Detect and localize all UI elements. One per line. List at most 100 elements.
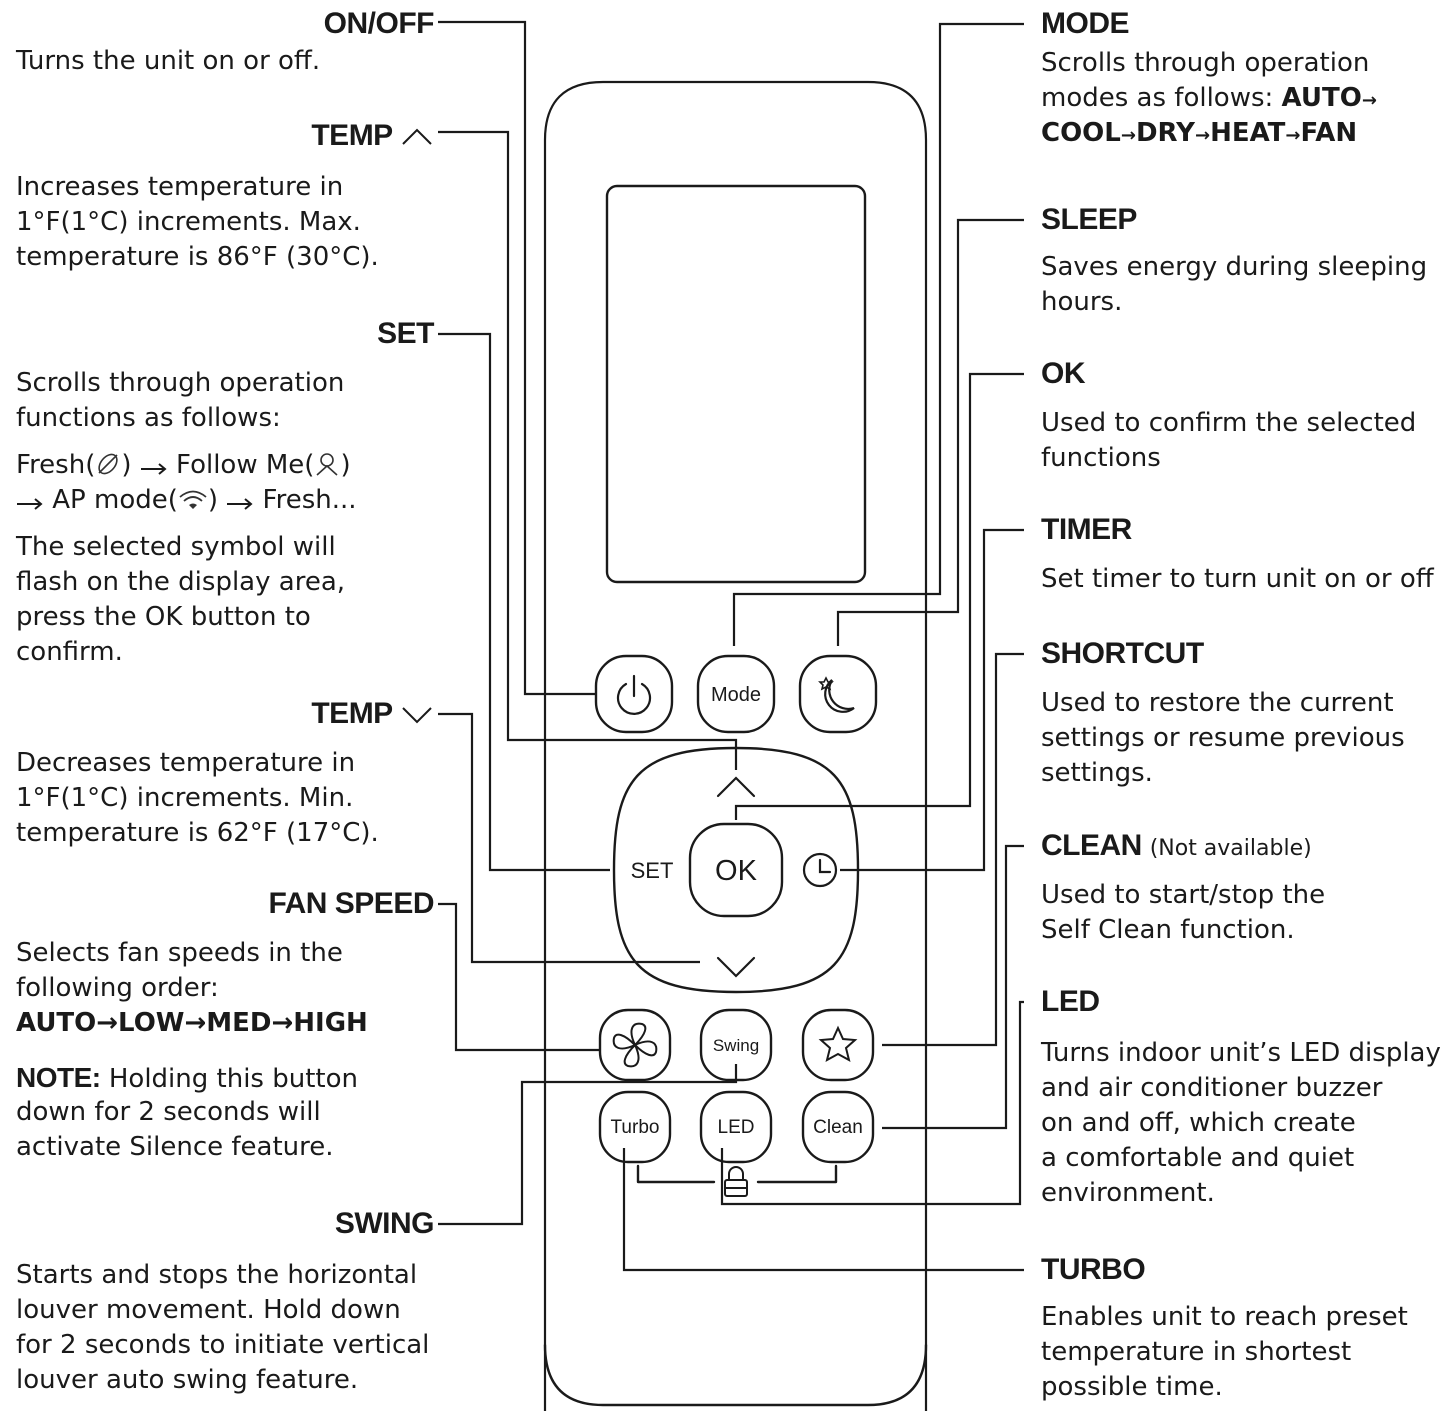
set-sequence-1: Fresh() Follow Me() <box>16 450 351 480</box>
down-chevron-icon <box>716 956 756 978</box>
mode-button[interactable] <box>696 654 776 734</box>
ok-button-label: OK <box>715 855 758 887</box>
remote-body <box>543 80 928 1411</box>
leader-temp-up <box>438 130 738 770</box>
sleep-button[interactable] <box>798 654 878 734</box>
set-desc2-1: The selected symbol will <box>16 532 336 562</box>
mode-title: MODE <box>1041 7 1130 40</box>
leader-shortcut <box>882 652 1024 1047</box>
leader-turbo <box>622 1148 1024 1272</box>
shortcut-desc-1: Used to restore the current <box>1041 688 1394 718</box>
led-desc-3: on and off, which create <box>1041 1108 1356 1138</box>
temp-up-desc-1: Increases temperature in <box>16 172 344 202</box>
timer-desc-1: Set timer to turn unit on or off <box>1041 564 1434 594</box>
set-desc-1: Scrolls through operation <box>16 368 345 398</box>
wifi-icon <box>179 490 207 509</box>
shortcut-desc-3: settings. <box>1041 758 1153 788</box>
clean-title: CLEAN (Not available) <box>1041 829 1312 862</box>
power-icon <box>616 674 652 715</box>
lock-icon <box>724 1166 748 1197</box>
leader-timer <box>840 528 1024 872</box>
mode-desc-1: Scrolls through operation <box>1041 48 1370 78</box>
up-chevron-icon <box>402 128 432 145</box>
lock-bracket <box>636 1164 838 1184</box>
fan-speed-button[interactable] <box>598 1008 672 1082</box>
turbo-title: TURBO <box>1041 1253 1146 1286</box>
mode-sequence: COOL→DRY→HEAT→FAN <box>1041 118 1358 148</box>
person-icon <box>316 453 338 476</box>
clean-desc-2: Self Clean function. <box>1041 915 1295 945</box>
leader-onoff <box>438 20 596 696</box>
set-label: SET <box>631 858 674 883</box>
timer-title: TIMER <box>1041 513 1132 546</box>
clean-button[interactable] <box>801 1090 875 1164</box>
led-button[interactable] <box>699 1090 773 1164</box>
leader-mode <box>732 22 1024 646</box>
leader-swing <box>438 1064 738 1226</box>
swing-button-label: Swing <box>713 1036 759 1055</box>
turbo-desc-1: Enables unit to reach preset <box>1041 1302 1408 1332</box>
onoff-title: ON/OFF <box>323 7 435 40</box>
ok-desc-1: Used to confirm the selected <box>1041 408 1417 438</box>
turbo-button-label: Turbo <box>611 1117 660 1138</box>
temp-down-desc-3: temperature is 62°F (17°C). <box>16 818 379 848</box>
fan-icon <box>612 1022 658 1068</box>
up-chevron-icon <box>716 776 756 798</box>
led-title: LED <box>1041 985 1100 1018</box>
led-desc-2: and air conditioner buzzer <box>1041 1073 1383 1103</box>
leader-clean <box>882 844 1024 1130</box>
temp-down-desc-2: 1°F(1°C) increments. Min. <box>16 783 354 813</box>
set-desc2-4: confirm. <box>16 637 123 667</box>
shortcut-desc-2: settings or resume previous <box>1041 723 1405 753</box>
leader-temp-down <box>438 712 700 964</box>
nav-pad <box>612 746 860 994</box>
ok-button[interactable] <box>688 822 784 918</box>
swing-desc-1: Starts and stops the horizontal <box>16 1260 418 1290</box>
sleep-desc-2: hours. <box>1041 287 1123 317</box>
shortcut-button[interactable] <box>801 1008 875 1082</box>
onoff-desc: Turns the unit on or off. <box>16 46 321 76</box>
swing-title: SWING <box>334 1207 435 1240</box>
ok-desc-2: functions <box>1041 443 1161 473</box>
display-screen <box>605 184 867 584</box>
sleep-desc-1: Saves energy during sleeping <box>1041 252 1428 282</box>
swing-desc-2: louver movement. Hold down <box>16 1295 401 1325</box>
fan-desc-2: following order: <box>16 973 219 1003</box>
leader-sleep <box>836 218 1024 646</box>
turbo-button[interactable] <box>598 1090 672 1164</box>
set-sequence-2: AP mode() Fresh... <box>16 483 357 518</box>
leader-ok <box>734 372 1024 820</box>
swing-desc-3: for 2 seconds to initiate vertical <box>16 1330 430 1360</box>
sleep-moon-icon <box>818 676 855 713</box>
turbo-desc-2: temperature in shortest <box>1041 1337 1352 1367</box>
led-desc-5: environment. <box>1041 1178 1215 1208</box>
leader-set <box>438 332 610 872</box>
fan-note-2: down for 2 seconds will <box>16 1097 321 1127</box>
set-desc2-2: flash on the display area, <box>16 567 346 597</box>
led-desc-1: Turns indoor unit’s LED display <box>1041 1038 1441 1068</box>
led-desc-4: a comfortable and quiet <box>1041 1143 1355 1173</box>
clean-button-label: Clean <box>813 1117 863 1138</box>
leader-fan <box>438 902 600 1052</box>
clean-desc-1: Used to start/stop the <box>1041 880 1326 910</box>
set-desc2-3: press the OK button to <box>16 602 311 632</box>
turbo-desc-3: possible time. <box>1041 1372 1223 1402</box>
mode-button-label: Mode <box>711 684 761 706</box>
remote-body-bottom <box>543 1343 928 1407</box>
swing-desc-4: louver auto swing feature. <box>16 1365 359 1395</box>
fan-note-1: NOTE: Holding this button <box>16 1062 358 1094</box>
fan-desc-1: Selects fan speeds in the <box>16 938 343 968</box>
shortcut-title: SHORTCUT <box>1041 637 1204 670</box>
down-chevron-icon <box>402 707 432 724</box>
set-desc-2: functions as follows: <box>16 403 281 433</box>
right-arrow-icon <box>17 498 43 510</box>
temp-up-desc-2: 1°F(1°C) increments. Max. <box>16 207 361 237</box>
temp-up-title: TEMP <box>311 118 434 154</box>
led-button-label: LED <box>718 1117 755 1138</box>
right-arrow-icon <box>140 463 167 475</box>
leaf-icon <box>98 453 119 475</box>
clean-subtitle: (Not available) <box>1149 836 1312 861</box>
set-title: SET <box>377 317 434 350</box>
clock-icon <box>802 852 838 888</box>
